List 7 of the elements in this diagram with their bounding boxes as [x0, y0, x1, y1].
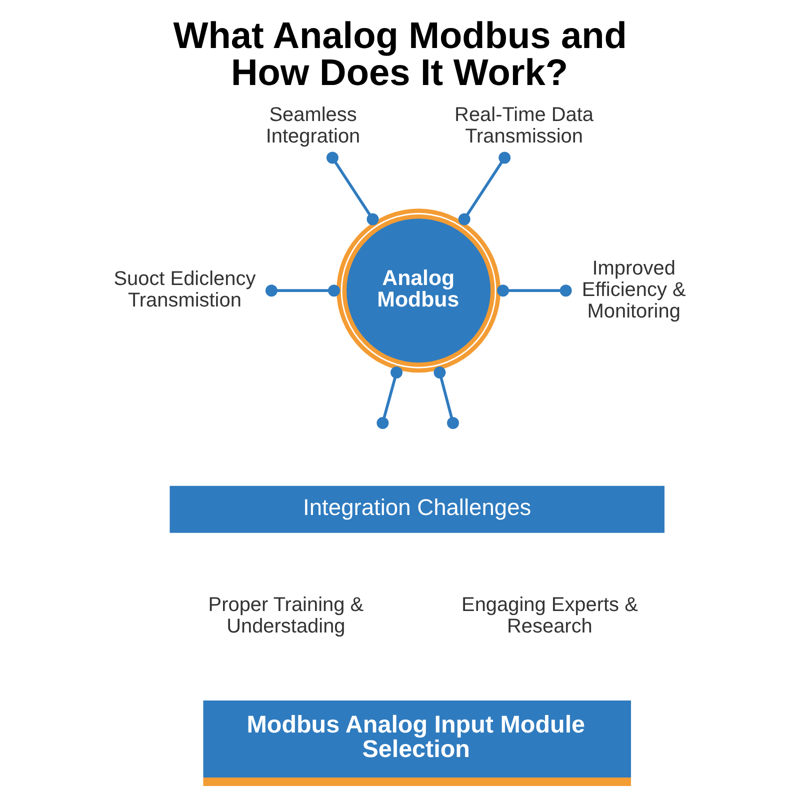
node-text: Suoct Ediclency Transmistion — [114, 268, 256, 312]
label: Proper Training & Understading — [208, 594, 364, 638]
label: Engaging Experts & Research — [462, 594, 638, 638]
node-text: Improved Efficiency & Monitoring — [582, 257, 686, 322]
node-text: Seamless Integration — [266, 104, 360, 148]
diagram-title: What Analog Modbus and How Does It Work? — [173, 14, 627, 93]
node-text: Real-Time Data Transmission — [454, 104, 594, 148]
